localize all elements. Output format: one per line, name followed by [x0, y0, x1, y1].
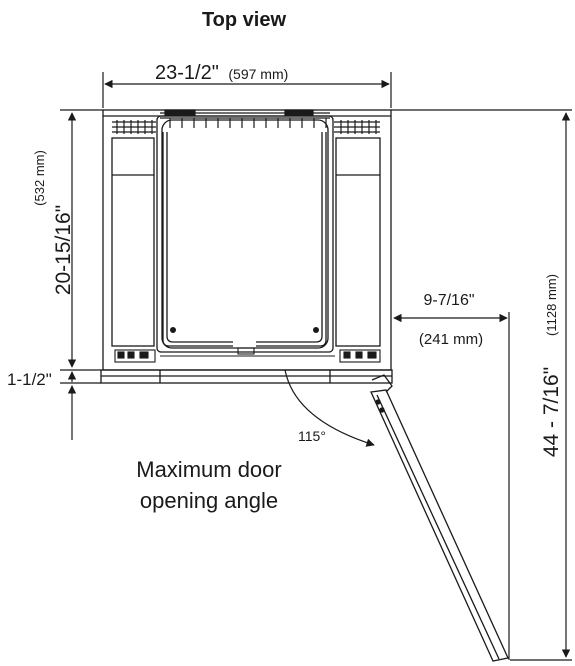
- door-thickness-dimension: [60, 371, 101, 440]
- width-label: 23-1/2" (597 mm): [155, 62, 288, 84]
- bottom-components: [114, 347, 381, 363]
- diagram-title: Top view: [202, 9, 287, 31]
- top-coil-comb: [160, 109, 330, 128]
- door-thickness-label: 1-1/2": [7, 370, 52, 389]
- open-door: [370, 374, 509, 662]
- vent-grille: [112, 120, 380, 134]
- door-clearance-imperial: 9-7/16": [423, 292, 474, 309]
- heating-element: [162, 132, 327, 347]
- width-dimension: [102, 72, 392, 108]
- depth-dimension: [60, 109, 103, 371]
- total-depth-imperial: 44 - 7/16": [540, 367, 563, 457]
- depth-metric: (532 mm): [32, 150, 47, 206]
- appliance-body: [102, 109, 392, 371]
- width-metric: (597 mm): [228, 66, 288, 82]
- angle-label: 115°: [298, 428, 326, 444]
- mount-screw-left: [170, 327, 176, 333]
- door-clearance-metric: (241 mm): [419, 331, 483, 348]
- total-depth-metric: (1128 mm): [544, 274, 559, 336]
- mount-screw-right: [313, 327, 319, 333]
- door-caption-line1: Maximum door: [136, 457, 281, 482]
- depth-imperial: 20-15/16": [52, 205, 75, 295]
- width-imperial: 23-1/2": [155, 62, 219, 84]
- angle-arc: [284, 369, 375, 447]
- door-front-strip: [100, 369, 393, 384]
- total-depth-dimension: [391, 109, 572, 661]
- door-clearance-dimension: [393, 312, 510, 660]
- door-caption-line2: opening angle: [140, 488, 278, 513]
